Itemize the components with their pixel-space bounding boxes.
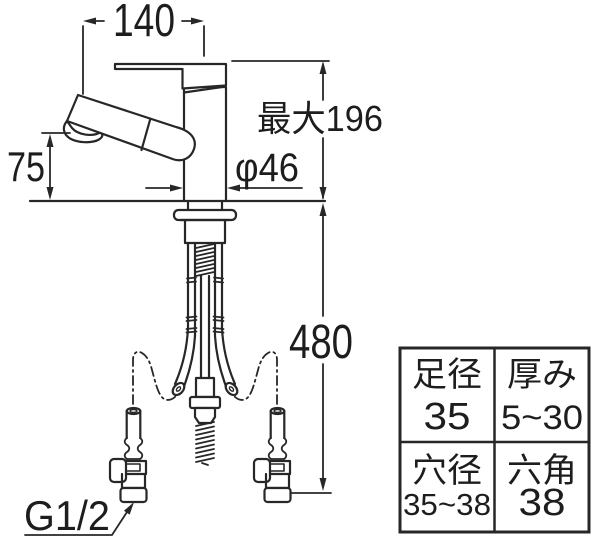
supply-hose-right (213, 241, 237, 391)
dim-140-label: 140 (113, 0, 175, 46)
dimension-max196 (231, 60, 330, 200)
spray-nozzle (62, 119, 104, 144)
shank (186, 199, 224, 212)
arrow-up-icon (319, 203, 327, 216)
arrow-left-icon (83, 17, 96, 25)
upper-hose-spring (195, 243, 215, 277)
dim-75-label: 75 (7, 143, 45, 190)
pullout-fitting-nut (188, 395, 222, 410)
supply-hose-left (173, 241, 197, 391)
connector-release-tab (108, 457, 128, 484)
faucet-cap-joint (182, 85, 227, 94)
dim-480-label: 480 (289, 316, 353, 369)
arrow-left-icon (227, 184, 240, 192)
dimension-140 (82, 17, 205, 95)
dimension-annotations (24, 17, 332, 536)
spout-joint-line (140, 118, 152, 152)
arrow-up-right-icon (123, 502, 134, 515)
hose-end-left (171, 381, 186, 397)
mounting-flange (172, 208, 238, 222)
lower-hose-spring (195, 421, 215, 466)
dim-max196-label: 最大196 (257, 98, 383, 139)
arrow-right-icon (191, 17, 204, 25)
dim-phi46-label: φ46 (235, 146, 299, 190)
thread-g12-label: G1/2 (24, 492, 110, 539)
spec-cell-value: 38 (519, 482, 566, 524)
spec-cell-value: 35 (424, 396, 471, 438)
pullout-fitting-upper (194, 376, 216, 399)
faucet-spout (65, 93, 196, 162)
arrow-down-icon (319, 187, 327, 200)
spec-cell-label: 厚み (507, 356, 577, 394)
spec-cell-label: 六角 (507, 452, 577, 490)
arrow-down-icon (319, 478, 327, 491)
arrow-up-icon (319, 61, 327, 74)
spec-cell-label: 穴径 (412, 452, 482, 490)
spec-cell-value: 35~38 (403, 487, 491, 522)
dimension-480 (290, 203, 332, 494)
arrow-right-icon (170, 184, 183, 192)
pullout-fitting-lower (193, 406, 217, 425)
phantom-hose-path-right (233, 350, 278, 405)
phantom-hose-path-left (132, 350, 177, 405)
pullout-hose (199, 274, 211, 380)
faucet-drawing (28, 62, 327, 504)
spec-cell-label: 足径 (412, 356, 482, 394)
arrow-up-icon (46, 134, 54, 147)
quick-connector-left (108, 406, 148, 504)
thread-leader-g12 (24, 502, 134, 536)
spec-cell-value: 5~30 (501, 399, 583, 437)
quick-connector-right (252, 406, 292, 504)
spec-table: 足径 35 厚み 5~30 穴径 35~38 六角 38 (398, 346, 591, 534)
hose-end-right (224, 381, 239, 397)
hose-crimp-bands (185, 276, 225, 334)
spec-table-gridlines (400, 348, 589, 532)
dimension-75 (41, 132, 71, 200)
mounting-nut (183, 219, 227, 245)
arrow-down-icon (46, 187, 54, 200)
dimension-phi46 (145, 184, 303, 192)
faucet-handle (113, 62, 228, 90)
connector-release-tab (252, 457, 272, 484)
